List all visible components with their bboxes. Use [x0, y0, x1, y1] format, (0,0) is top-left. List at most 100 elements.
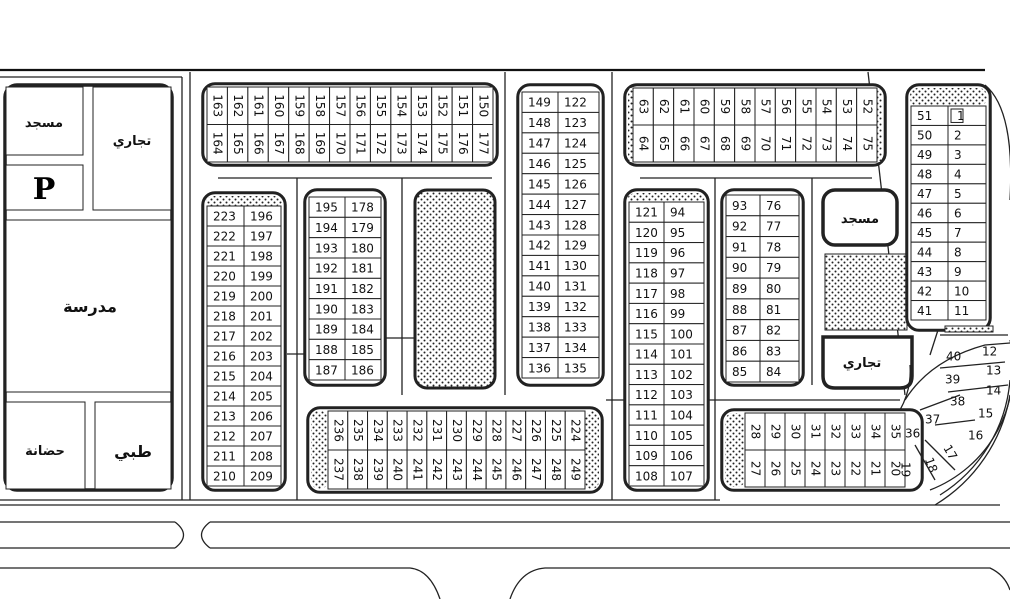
lot-number: 217: [213, 330, 236, 344]
lot-number: 90: [732, 261, 747, 275]
lot-number: 72: [799, 136, 813, 151]
lot-number: 24: [809, 461, 823, 476]
lot-number: 48: [917, 168, 932, 182]
lot-number: 32: [829, 424, 843, 439]
lot-number: 225: [549, 419, 563, 442]
facilities-block: مسجد تجاري P مدرسة حضانة طبي: [3, 83, 174, 492]
lot-number: 120: [635, 226, 658, 240]
medical-lot[interactable]: [94, 401, 172, 490]
lot-84[interactable]: [759, 360, 800, 383]
lot-19[interactable]: 19: [899, 462, 913, 477]
lot-number: 246: [509, 458, 523, 481]
lot-number: 44: [917, 245, 932, 259]
green-buffer: [628, 193, 705, 202]
lot-20[interactable]: [884, 449, 906, 488]
green-buffer: [877, 88, 882, 162]
lot-number: 27: [749, 461, 763, 476]
lot-number: 202: [250, 330, 273, 344]
lot-16[interactable]: 16: [968, 429, 983, 443]
lot-38[interactable]: 38: [950, 395, 965, 409]
lot-number: 115: [635, 327, 658, 341]
lot-number: 178: [351, 201, 374, 215]
lot-divider: [919, 394, 961, 411]
green-buffer: [311, 411, 328, 489]
lot-number: 190: [315, 302, 338, 316]
mosque-label-2: مسجد: [841, 212, 879, 227]
lot-177[interactable]: [472, 124, 494, 163]
lot-18[interactable]: 18: [922, 455, 940, 474]
lot-number: 139: [528, 300, 551, 314]
lot-13[interactable]: 13: [986, 364, 1001, 378]
lot-number: 236: [331, 419, 345, 442]
lot-135[interactable]: [557, 357, 600, 379]
lot-number: 216: [213, 350, 236, 364]
lot-number: 164: [211, 132, 225, 155]
lot-39[interactable]: 39: [945, 373, 960, 387]
lot-number: 128: [564, 218, 587, 232]
lot-number: 2: [954, 129, 962, 143]
lot-number: 247: [529, 458, 543, 481]
lot-number: 47: [917, 187, 932, 201]
lot-12[interactable]: 12: [982, 345, 997, 359]
lot-number: 188: [315, 343, 338, 357]
lot-divider: [934, 419, 976, 426]
lot-number: 82: [766, 324, 781, 338]
lot-number: 31: [809, 424, 823, 439]
parking-label: P: [33, 172, 56, 207]
lot-15[interactable]: 15: [978, 407, 993, 421]
nursery-lot[interactable]: [5, 401, 86, 490]
lot-107[interactable]: [663, 465, 705, 487]
lot-number: 131: [564, 280, 587, 294]
mosque-lot[interactable]: [5, 86, 84, 156]
lot-number: 203: [250, 350, 273, 364]
lot-40[interactable]: 40: [946, 350, 961, 364]
lot-number: 80: [766, 282, 781, 296]
lot-186[interactable]: [344, 359, 382, 381]
lot-37[interactable]: 37: [925, 413, 940, 427]
lot-36[interactable]: 36: [905, 427, 920, 441]
lot-number: 213: [213, 410, 236, 424]
lot-number: 136: [528, 361, 551, 375]
lot-number: 166: [252, 132, 266, 155]
lot-number: 43: [917, 265, 932, 279]
lot-249[interactable]: [564, 449, 586, 490]
road-lines: [0, 68, 1010, 599]
lot-number: 122: [564, 96, 587, 110]
lot-number: 25: [789, 461, 803, 476]
green-buffer: [628, 88, 633, 162]
lot-number: 61: [677, 99, 691, 114]
lot-11[interactable]: [947, 300, 987, 321]
lot-number: 81: [766, 303, 781, 317]
lot-number: 59: [718, 99, 732, 114]
lot-number: 30: [789, 424, 803, 439]
lot-number: 214: [213, 390, 236, 404]
lot-number: 8: [954, 245, 962, 259]
lot-number: 10: [954, 284, 969, 298]
lot-number: 227: [509, 419, 523, 442]
lot-divider: [947, 384, 1009, 393]
parking-lot[interactable]: [5, 164, 84, 211]
lot-209[interactable]: [243, 465, 282, 487]
lot-number: 60: [698, 99, 712, 114]
lot-number: 228: [490, 419, 504, 442]
lot-number: 163: [211, 94, 225, 117]
lot-number: 192: [315, 262, 338, 276]
green-strip: [944, 325, 994, 333]
lot-75[interactable]: [856, 124, 878, 163]
lot-number: 22: [849, 461, 863, 476]
lot-number: 208: [250, 450, 273, 464]
lot-number: 193: [315, 241, 338, 255]
lot-number: 181: [351, 262, 374, 276]
lot-number: 123: [564, 116, 587, 130]
commercial-lot[interactable]: [92, 86, 172, 211]
lot-number: 229: [470, 419, 484, 442]
lot-number: 140: [528, 280, 551, 294]
school-lot[interactable]: [5, 219, 172, 393]
lot-number: 55: [799, 99, 813, 114]
lot-number: 49: [917, 148, 932, 162]
lot-number: 210: [213, 470, 236, 484]
lot-17[interactable]: 17: [940, 442, 960, 462]
